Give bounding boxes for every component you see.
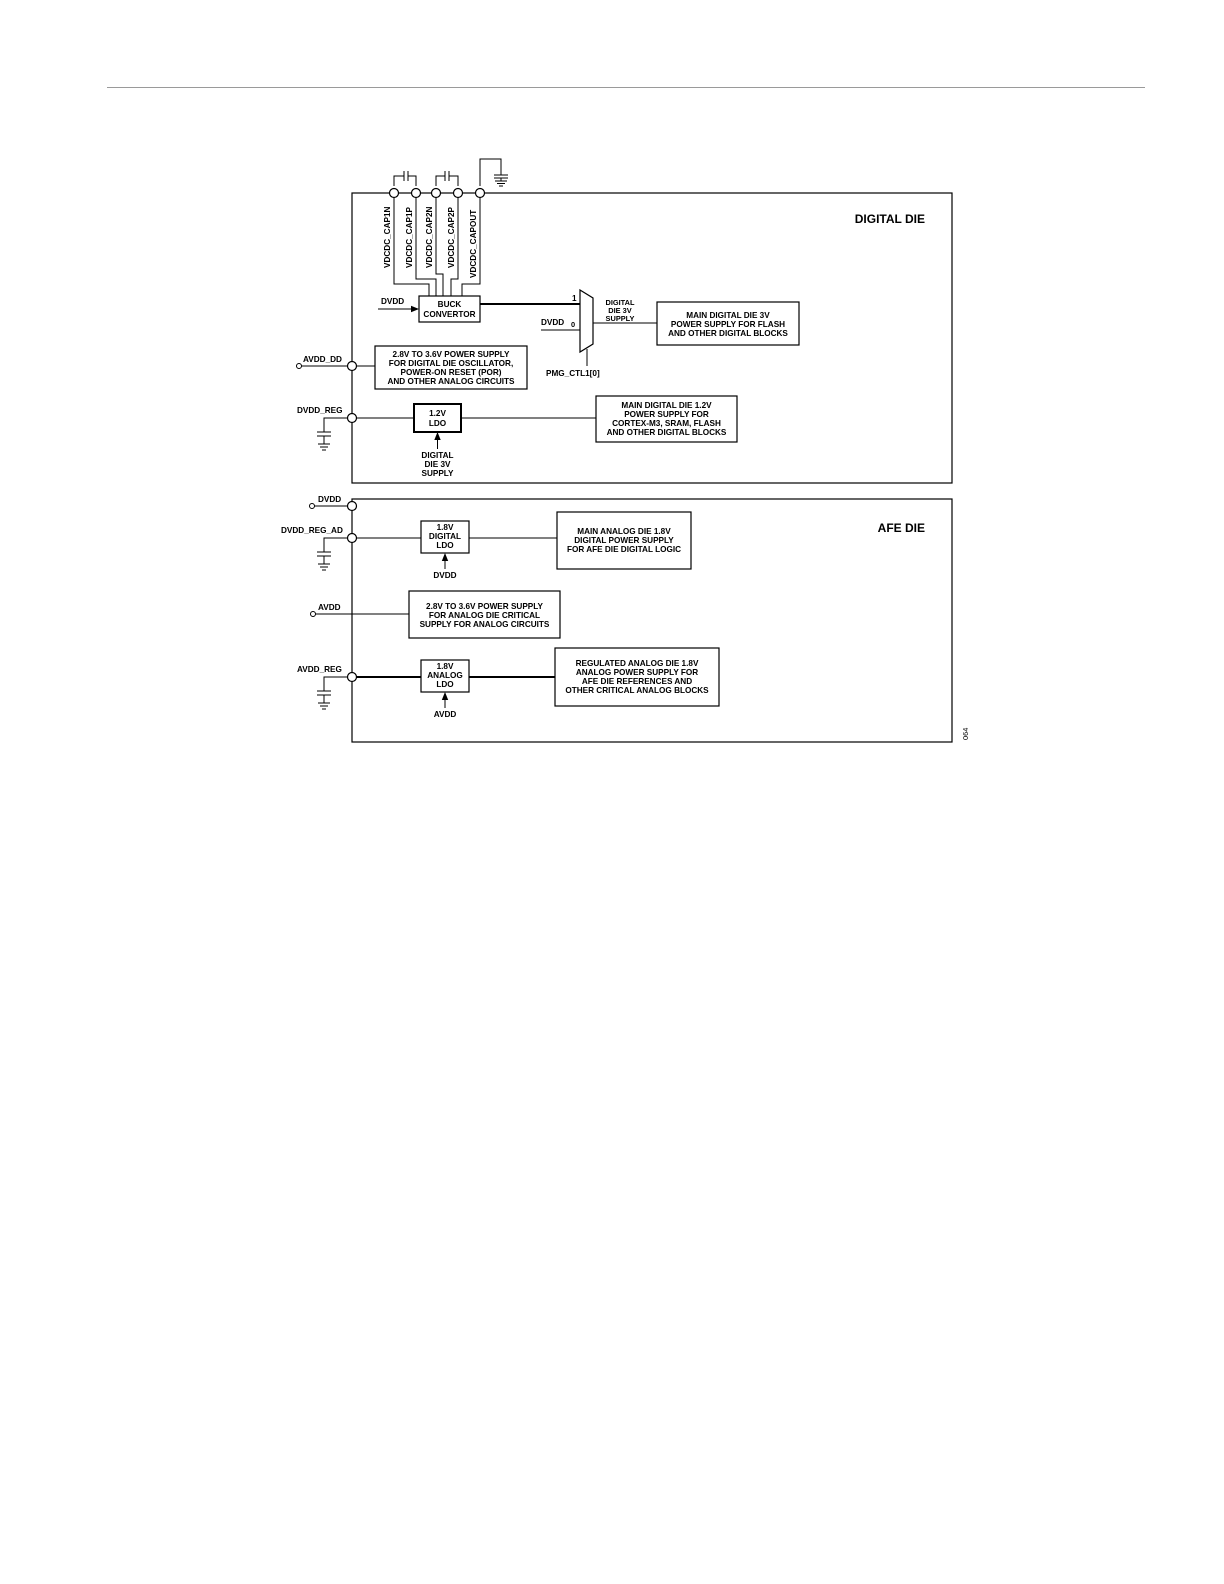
ldo-1v2-line-2: LDO [429,419,447,428]
cap2-external-capacitor [435,171,459,186]
avdd-box-line-3: SUPPLY FOR ANALOG CIRCUITS [420,620,550,629]
avdd-supply-block [408,590,561,639]
main-digital-1v2-block [595,395,738,443]
avdd-terminal [310,611,316,617]
ldo-1v2-line-1: 1.2V [429,409,446,418]
main18d-line-1: MAIN ANALOG DIE 1.8V [577,527,671,536]
label-vdcdc-cap2n: VDCDC_CAP2N [425,206,434,268]
afe-dvdd-terminal [309,503,315,509]
pin-afe-dvdd [346,500,358,512]
avdd-dd-box-line-2: FOR DIGITAL DIE OSCILLATOR, [389,359,513,368]
main12v-line-2: POWER SUPPLY FOR [624,410,709,419]
mux-output-label-1: DIGITAL [605,298,634,307]
pin-vdcdc-cap2p [452,187,464,199]
label-vdcdc-capout: VDCDC_CAPOUT [469,210,478,278]
ldo-1v2-input-line-3: SUPPLY [421,469,454,478]
pin-vdcdc-cap2n [430,187,442,199]
main12v-line-1: MAIN DIGITAL DIE 1.2V [621,401,712,410]
main-digital-3v-block [656,301,800,346]
pin-avdd-reg [346,671,358,683]
main12v-line-4: AND OTHER DIGITAL BLOCKS [607,428,727,437]
ldo18d-line-3: LDO [436,541,454,550]
capout-ground-capacitor [479,158,508,187]
avdd-reg-ground-capacitor [317,676,347,710]
afe-die-title: AFE DIE [878,521,925,535]
ldo18d-line-2: DIGITAL [429,532,461,541]
ldo18a-line-3: LDO [436,680,454,689]
header-rule [107,87,1145,88]
mux-select-label: PMG_CTL1[0] [546,369,600,378]
mux-output-label-3: SUPPLY [606,314,635,323]
figure-id: 064 [961,728,970,740]
ldo-1v8-analog-block [420,659,470,693]
ldo18d-input-label: DVDD [433,571,456,580]
ldo-1v2-input-line-2: DIE 3V [425,460,451,469]
dvdd-reg-ad-pin-label: DVDD_REG_AD [281,526,343,535]
reg18a-line-1: REGULATED ANALOG DIE 1.8V [576,659,699,668]
pin-vdcdc-cap1n [388,187,400,199]
ldo-1v2-block [413,403,462,433]
mux-output-label-2: DIE 3V [608,306,631,315]
avdd-dd-terminal [296,363,302,369]
avdd-dd-box-line-1: 2.8V TO 3.6V POWER SUPPLY [393,350,510,359]
main18d-line-3: FOR AFE DIE DIGITAL LOGIC [567,545,681,554]
buck-cap-wires [393,198,481,296]
label-vdcdc-cap2p: VDCDC_CAP2P [447,206,456,268]
main3v-line-1: MAIN DIGITAL DIE 3V [686,311,770,320]
digital-die-title: DIGITAL DIE [855,212,925,226]
dvdd-reg-pin-label: DVDD_REG [297,406,343,415]
cap1-external-capacitor [393,171,417,186]
ldo-1v2-input-line-1: DIGITAL [421,451,453,460]
reg18a-line-4: OTHER CRITICAL ANALOG BLOCKS [565,686,709,695]
ldo18a-line-2: ANALOG [427,671,462,680]
avdd-box-line-1: 2.8V TO 3.6V POWER SUPPLY [426,602,543,611]
main18d-line-2: DIGITAL POWER SUPPLY [574,536,674,545]
label-vdcdc-cap1p: VDCDC_CAP1P [405,206,414,268]
avdd-reg-pin-label: AVDD_REG [297,665,342,674]
ldo18a-line-1: 1.8V [437,662,454,671]
dvdd-reg-ad-ground-capacitor [317,537,347,571]
pin-vdcdc-capout [474,187,486,199]
label-vdcdc-cap1n: VDCDC_CAP1N [383,206,392,268]
mux-input-0-label: 0 [571,320,575,329]
avdd-pin-label: AVDD [318,603,341,612]
buck-input-dvdd-label: DVDD [381,297,404,306]
buck-convertor-block [418,295,481,323]
pin-avdd-dd [346,360,358,372]
pin-dvdd-reg-ad [346,532,358,544]
main3v-line-3: AND OTHER DIGITAL BLOCKS [668,329,788,338]
pin-dvdd-reg [346,412,358,424]
ldo18a-input-label: AVDD [434,710,457,719]
pin-vdcdc-cap1p [410,187,422,199]
avdd-dd-pin-label: AVDD_DD [303,355,342,364]
main-analog-1v8-digital-block [556,511,692,570]
buck-label-1: BUCK [438,300,462,309]
avdd-dd-box-line-3: POWER-ON RESET (POR) [401,368,502,377]
afe-dvdd-pin-label: DVDD [318,495,341,504]
dvdd-reg-ground-capacitor [317,417,347,451]
avdd-dd-box-line-4: AND OTHER ANALOG CIRCUITS [387,377,515,386]
supply-mux [579,288,594,354]
mux-dvdd-label: DVDD [541,318,564,327]
reg18a-line-3: AFE DIE REFERENCES AND [582,677,692,686]
regulated-analog-1v8-block [554,647,720,707]
mux-input-1-label: 1 [572,294,577,303]
avdd-box-line-2: FOR ANALOG DIE CRITICAL [429,611,540,620]
ldo18d-line-1: 1.8V [437,523,454,532]
avdd-dd-supply-block [374,345,528,390]
main12v-line-3: CORTEX-M3, SRAM, FLASH [612,419,721,428]
reg18a-line-2: ANALOG POWER SUPPLY FOR [576,668,698,677]
main3v-line-2: POWER SUPPLY FOR FLASH [671,320,785,329]
buck-label-2: CONVERTOR [423,310,475,319]
